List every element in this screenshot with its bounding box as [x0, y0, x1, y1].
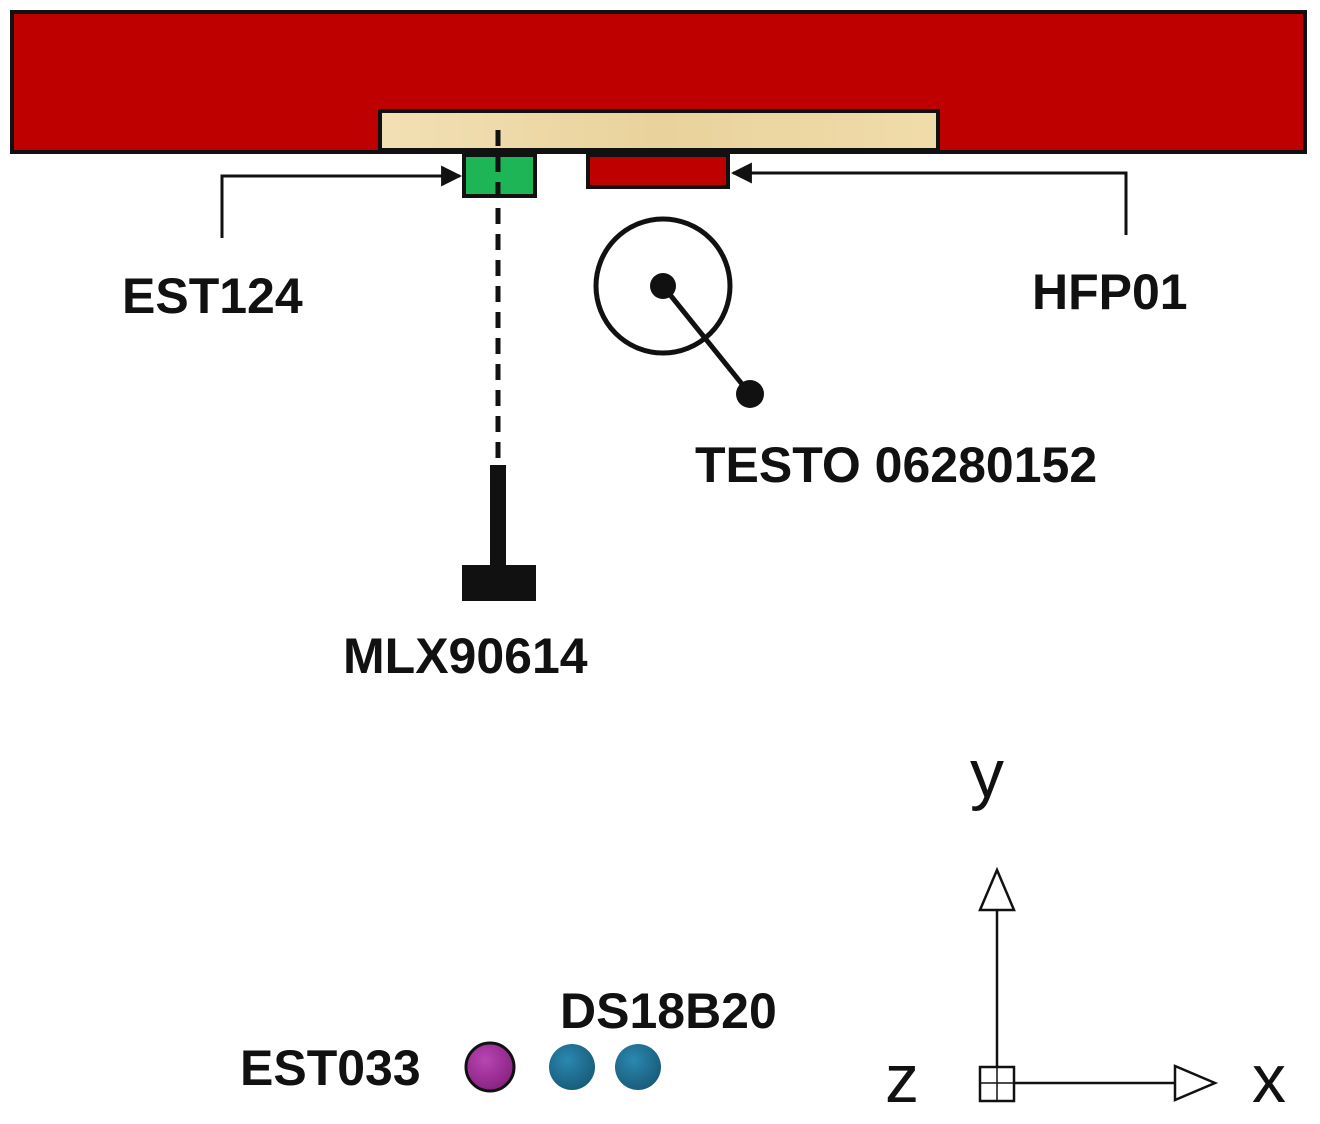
label-est033: EST033 [240, 1040, 421, 1096]
testo-probe-tip [736, 380, 764, 408]
label-hfp01: HFP01 [1032, 264, 1188, 320]
wood-board [378, 109, 940, 152]
hfp01-sensor [586, 153, 730, 189]
axis-label-y: y [970, 736, 1004, 812]
label-mlx90614: MLX90614 [343, 628, 588, 684]
axis-label-x: x [1252, 1041, 1286, 1117]
mlx90614-stem [490, 465, 506, 569]
hfp01-leader-arrow [730, 162, 1128, 235]
ds18b20-dot-1 [549, 1044, 595, 1090]
label-est124: EST124 [122, 268, 303, 324]
ds18b20-dot-2 [615, 1044, 661, 1090]
x-axis-arrowhead [1173, 1064, 1219, 1102]
testo-probe-center [650, 273, 676, 299]
mlx90614-base [462, 565, 536, 601]
axis-label-z: z [885, 1041, 919, 1117]
label-testo: TESTO 06280152 [695, 437, 1097, 493]
y-axis-arrowhead [978, 866, 1016, 912]
testo-probe-stem [661, 284, 752, 396]
est124-leader-arrow [220, 165, 463, 238]
est033-dot [464, 1041, 516, 1093]
testo-probe-circle [593, 216, 733, 356]
label-ds18b20: DS18B20 [560, 983, 777, 1039]
